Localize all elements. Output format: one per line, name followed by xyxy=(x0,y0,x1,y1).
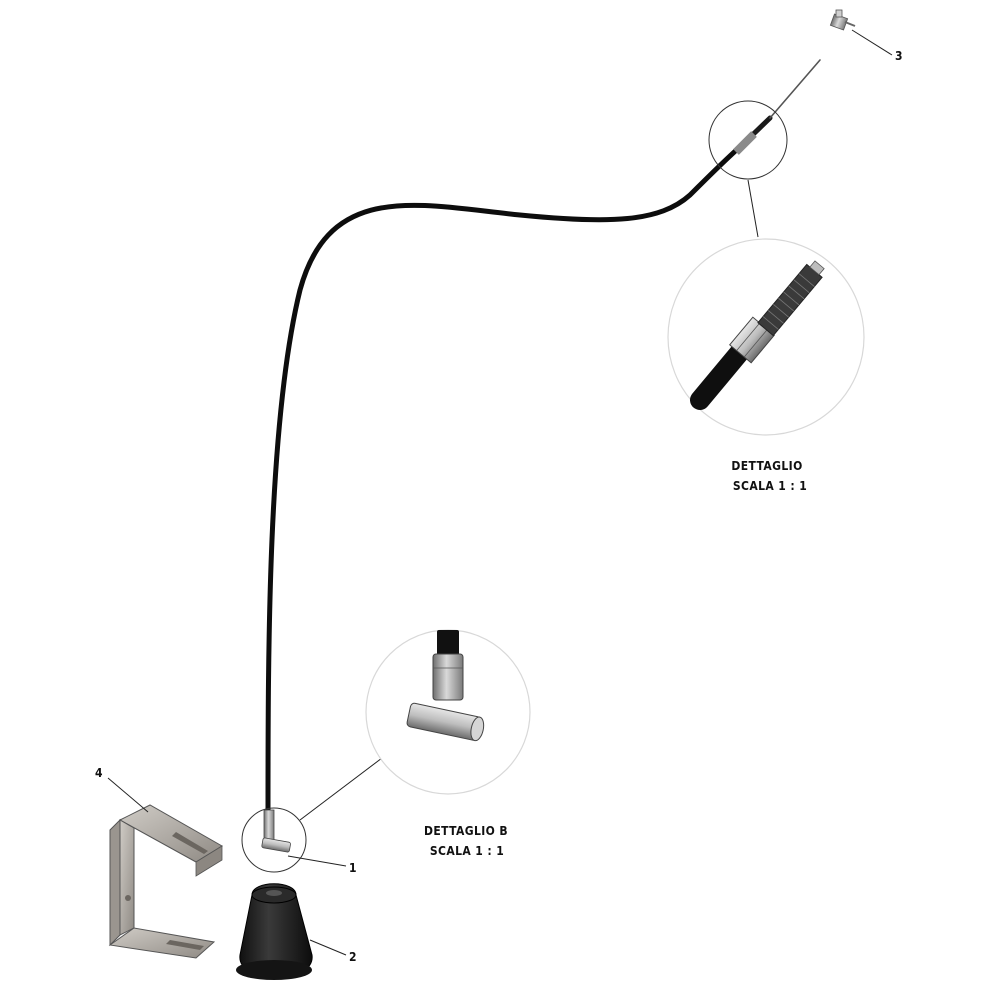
label-part-3: 3 xyxy=(895,49,903,63)
detail-marker-circle xyxy=(708,100,788,180)
cable-end-barrel-part-1 xyxy=(261,809,291,853)
detail-top-scale: SCALA 1 : 1 xyxy=(733,479,807,493)
cable xyxy=(265,59,821,818)
detail-b-title: DETTAGLIO B xyxy=(424,824,508,838)
detail-b-scale: SCALA 1 : 1 xyxy=(430,844,504,858)
detail-top-title: DETTAGLIO xyxy=(731,459,802,473)
wire-clamp-part-3 xyxy=(829,9,856,31)
label-part-4: 4 xyxy=(95,766,103,780)
label-part-1: 1 xyxy=(349,861,357,875)
detail-view-b xyxy=(365,629,531,795)
detail-view-top xyxy=(667,238,865,436)
rubber-boot-part-2 xyxy=(236,883,313,980)
label-part-2: 2 xyxy=(349,950,357,964)
detail-b-marker-circle xyxy=(241,807,307,873)
c-bracket-part-4 xyxy=(108,804,223,959)
